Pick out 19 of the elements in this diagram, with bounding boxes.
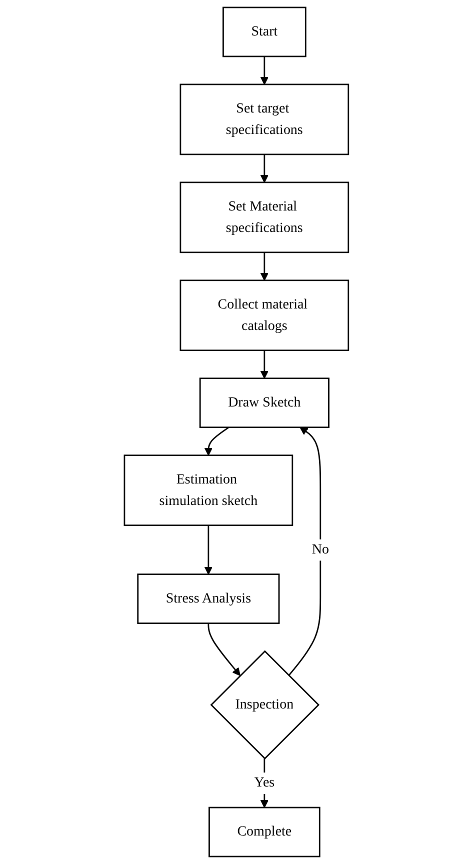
node-box: Start (222, 6, 306, 58)
node-box: Draw Sketch (199, 378, 330, 428)
node-diamond: Inspection (210, 650, 320, 760)
node-box: Estimation simulation sketch (124, 454, 294, 526)
node-box: Stress Analysis (137, 574, 280, 624)
arrow (260, 56, 269, 85)
node-box: Complete (208, 806, 320, 858)
node-box: Collect material catalogs (180, 280, 350, 352)
arrow (260, 350, 269, 379)
node-box: Set target specifications (180, 84, 350, 156)
arrow (204, 426, 230, 456)
arrow (288, 426, 322, 676)
arrow (260, 154, 269, 183)
node-box: Set Material specifications (180, 182, 350, 254)
arrow (204, 525, 213, 575)
edge-label: Yes (254, 775, 275, 790)
edge-label: No (312, 542, 330, 558)
arrow (260, 252, 269, 281)
arrow (208, 623, 241, 676)
